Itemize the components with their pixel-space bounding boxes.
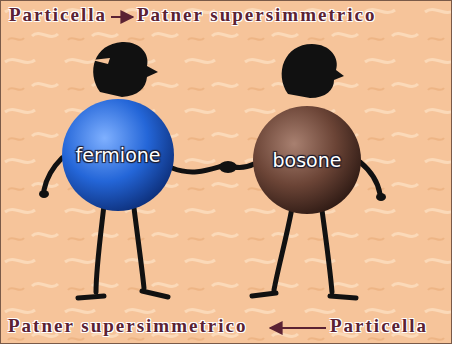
arrow [111, 16, 133, 18]
caption-text: Patner supersimmetrico [137, 4, 376, 26]
hands [219, 161, 237, 173]
head [282, 44, 344, 98]
particle-name: fermione [76, 144, 161, 166]
caption-text: Particella [9, 4, 107, 26]
caption-text: Particella [330, 315, 428, 337]
particle-name: bosone [273, 149, 342, 171]
head [93, 42, 158, 97]
caption-text: Patner supersimmetrico [8, 315, 247, 337]
particle-sphere: bosone [252, 105, 362, 215]
arrow [270, 327, 326, 329]
stick-figures [39, 42, 386, 298]
particle-sphere: fermione [61, 98, 175, 212]
